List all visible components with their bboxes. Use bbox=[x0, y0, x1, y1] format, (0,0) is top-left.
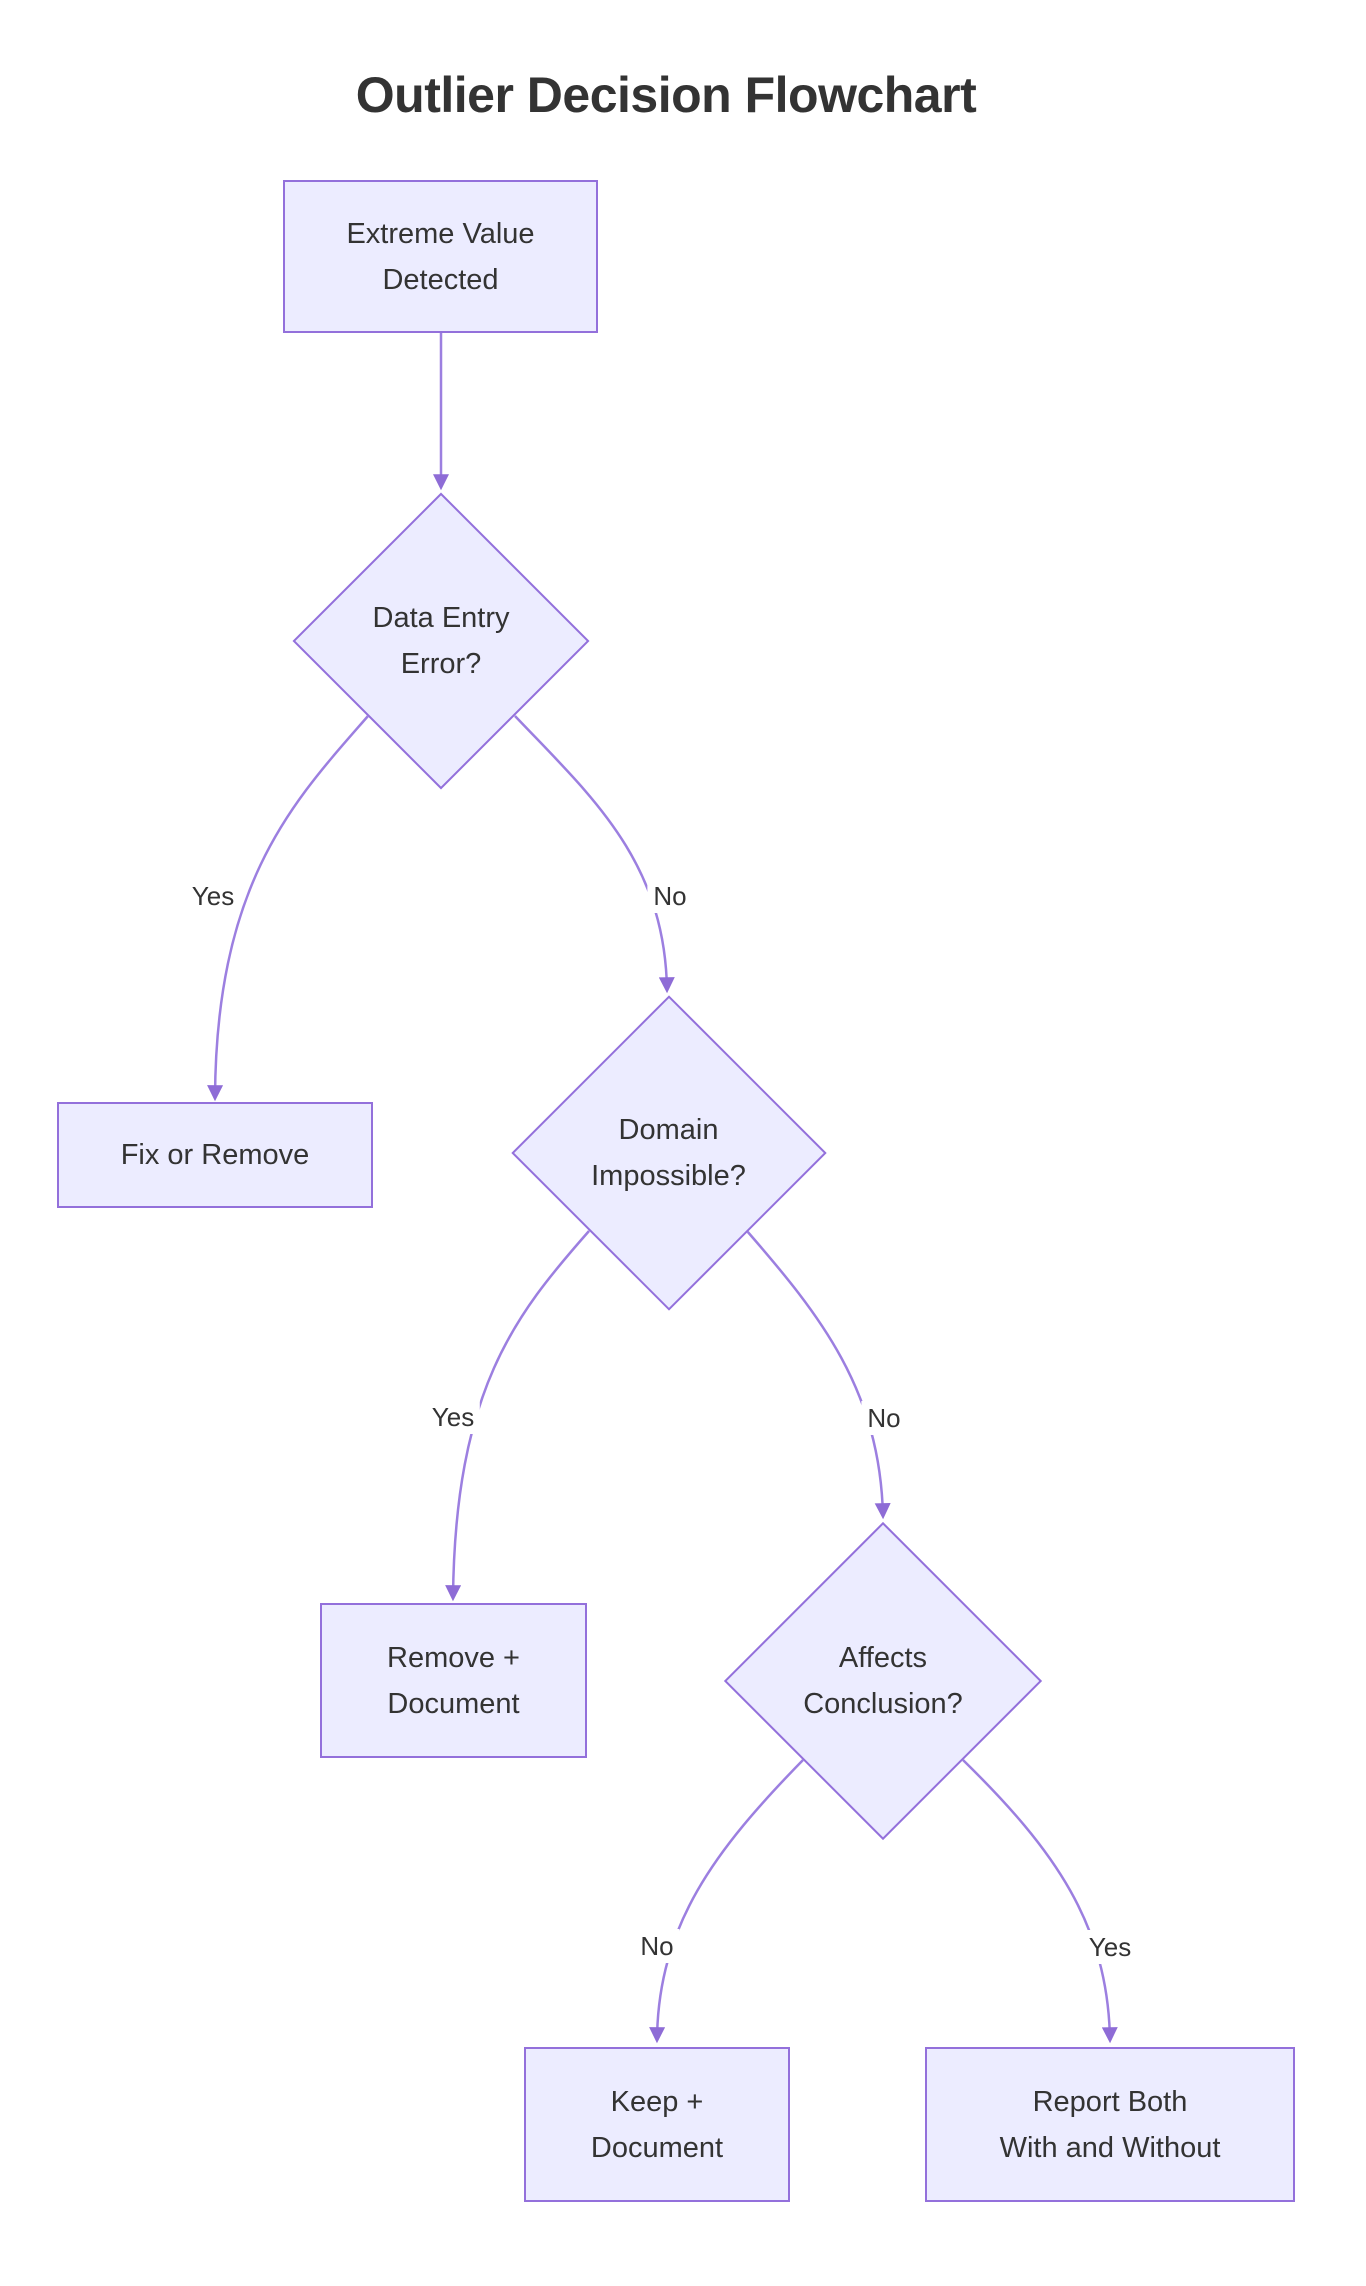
node-label: Domain Impossible? bbox=[591, 1114, 746, 1192]
node-label: Remove + Document bbox=[387, 1641, 520, 1720]
edge-label-no: No bbox=[634, 1929, 680, 1963]
node-extreme-value-detected: Extreme Value Detected bbox=[283, 180, 598, 333]
node-label: Affects Conclusion? bbox=[803, 1642, 963, 1720]
node-label: Extreme Value Detected bbox=[346, 217, 535, 296]
edge-data-entry-no bbox=[514, 715, 675, 994]
node-domain-impossible: Domain Impossible? bbox=[510, 995, 827, 1311]
node-label: Report Both With and Without bbox=[999, 2085, 1221, 2164]
diagram-title: Outlier Decision Flowchart bbox=[355, 67, 977, 123]
node-affects-conclusion: Affects Conclusion? bbox=[723, 1521, 1043, 1841]
edge-label-no: No bbox=[861, 1401, 907, 1435]
node-label: Fix or Remove bbox=[120, 1139, 310, 1171]
edge-label-no: No bbox=[647, 879, 693, 913]
edge-affects-no bbox=[649, 1759, 804, 2044]
node-data-entry-error: Data Entry Error? bbox=[292, 492, 590, 789]
edge-domain-no bbox=[746, 1230, 891, 1520]
node-keep-document: Keep + Document bbox=[524, 2047, 790, 2202]
edge-affects-yes bbox=[962, 1759, 1118, 2044]
node-report-both: Report Both With and Without bbox=[925, 2047, 1295, 2202]
node-fix-or-remove: Fix or Remove bbox=[57, 1102, 373, 1208]
node-label: Keep + Document bbox=[590, 2085, 724, 2164]
edge-label-yes: Yes bbox=[1082, 1930, 1138, 1964]
node-label: Data Entry Error? bbox=[372, 601, 510, 680]
edge-label-yes: Yes bbox=[185, 879, 241, 913]
node-remove-document: Remove + Document bbox=[320, 1603, 587, 1758]
edge-label-yes: Yes bbox=[425, 1400, 481, 1434]
edge-data-entry-yes bbox=[207, 715, 369, 1102]
edge-domain-yes bbox=[445, 1230, 590, 1602]
